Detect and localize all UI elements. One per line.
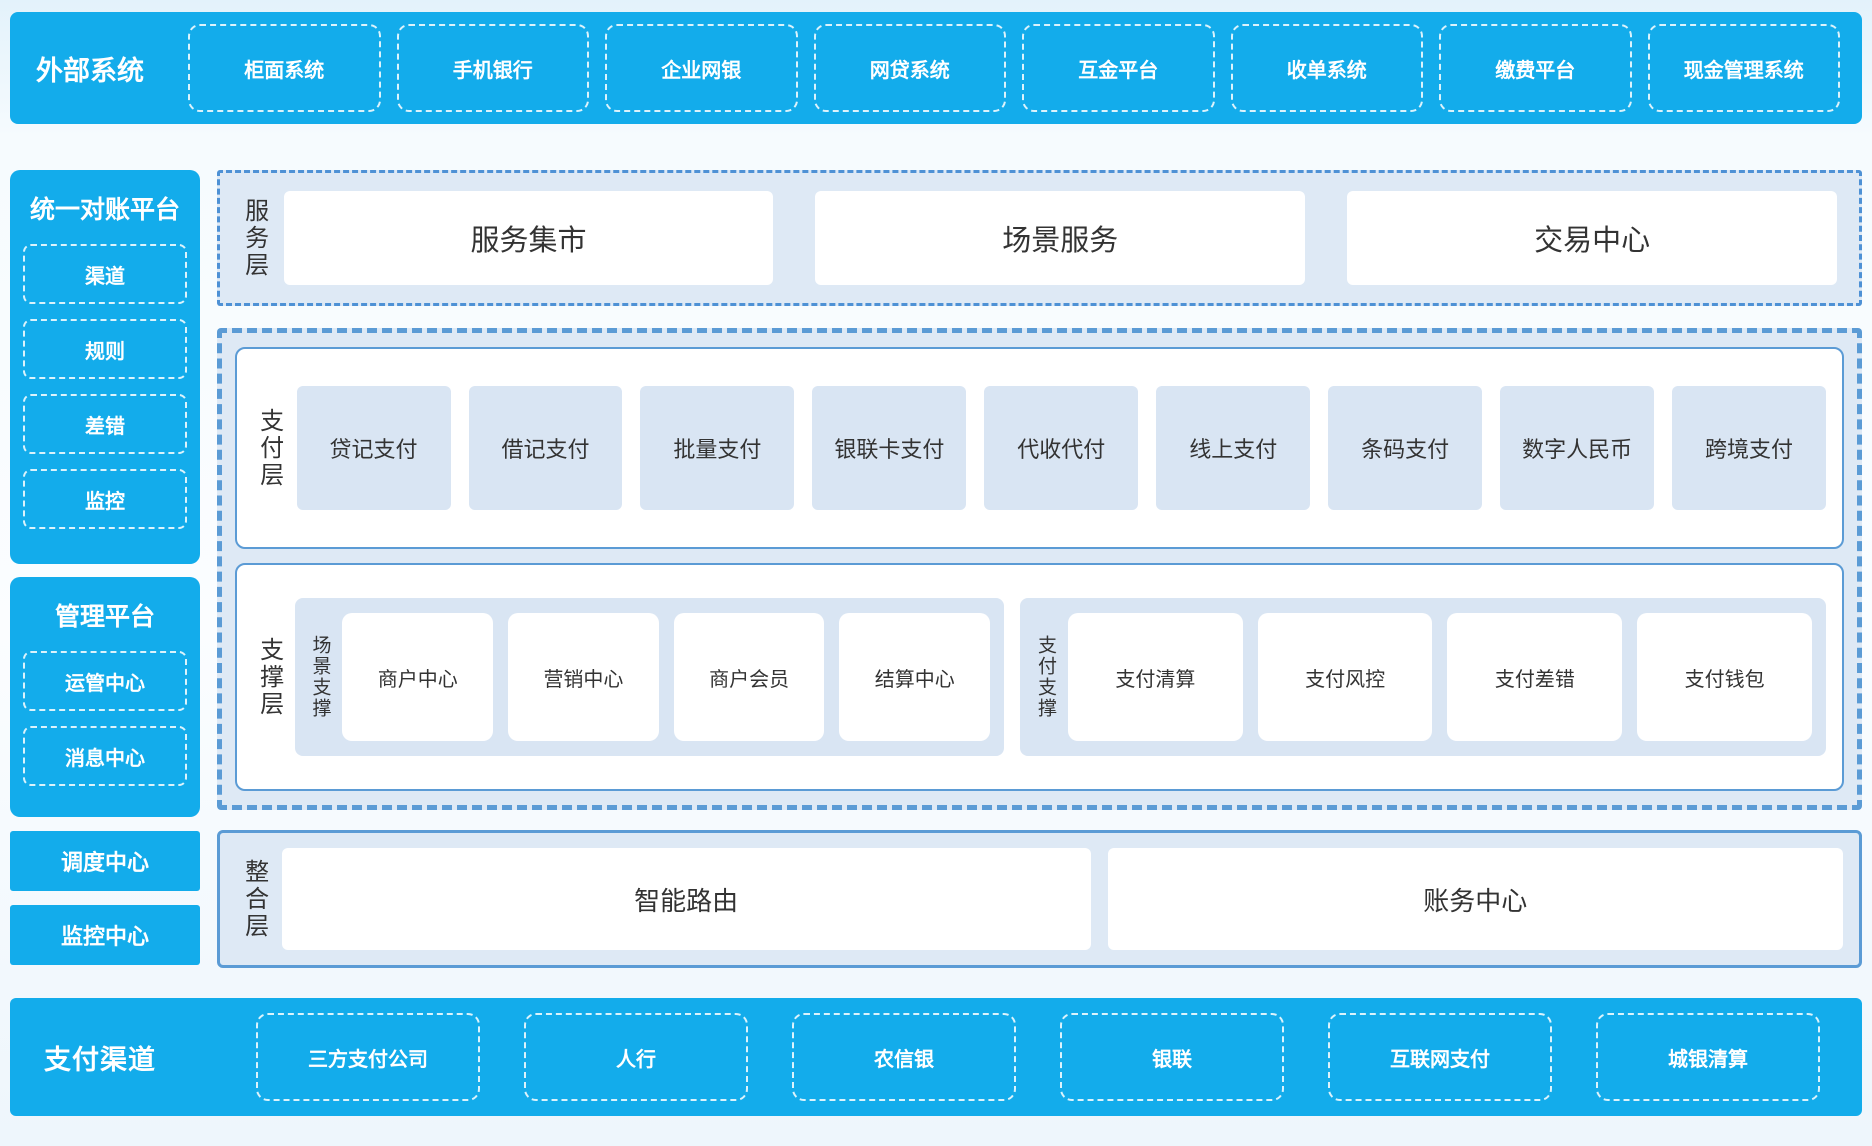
service-layer-items: 服务集市 场景服务 交易中心 (283, 191, 1837, 285)
node-pboc: 人行 (524, 1013, 748, 1101)
node-barcode-payment: 条码支付 (1328, 386, 1483, 511)
reconciliation-platform-group: 统一对账平台 渠道 规则 差错 监控 (10, 170, 200, 564)
node-rules: 规则 (23, 319, 187, 379)
service-layer: 服务层 服务集市 场景服务 交易中心 (217, 170, 1862, 306)
node-internet-finance-platform: 互金平台 (1022, 24, 1215, 112)
main-layers: 服务层 服务集市 场景服务 交易中心 支付层 贷记支付 借记支付 批量支付 银联… (217, 170, 1862, 968)
node-payment-clearing: 支付清算 (1067, 613, 1243, 742)
node-third-party-payment-company: 三方支付公司 (256, 1013, 480, 1101)
node-crossborder-payment: 跨境支付 (1672, 386, 1827, 511)
management-platform-group: 管理平台 运管中心 消息中心 (10, 577, 200, 817)
node-batch-payment: 批量支付 (640, 386, 795, 511)
payment-channels-items: 三方支付公司 人行 农信银 银联 互联网支付 城银清算 (256, 1013, 1820, 1101)
node-payment-wallet: 支付钱包 (1637, 613, 1812, 742)
node-online-payment: 线上支付 (1156, 386, 1311, 511)
integration-layer-label: 整合层 (240, 858, 268, 940)
node-service-market: 服务集市 (283, 191, 774, 285)
external-systems-items: 柜面系统 手机银行 企业网银 网贷系统 互金平台 收单系统 缴费平台 现金管理系… (188, 24, 1840, 112)
external-systems-label: 外部系统 (36, 55, 144, 86)
payment-support-group: 支付支撑 支付清算 支付风控 支付差错 支付钱包 (1020, 598, 1826, 757)
payment-layer: 支付层 贷记支付 借记支付 批量支付 银联卡支付 代收代付 线上支付 条码支付 … (235, 347, 1844, 550)
node-internet-payment: 互联网支付 (1328, 1013, 1552, 1101)
integration-layer-items: 智能路由 账务中心 (281, 848, 1843, 950)
node-smart-routing: 智能路由 (281, 848, 1091, 950)
node-channel: 渠道 (23, 244, 187, 304)
node-scenario-service: 场景服务 (815, 191, 1306, 285)
payment-layer-label: 支付层 (255, 407, 283, 489)
left-sidebar: 统一对账平台 渠道 规则 差错 监控 管理平台 运管中心 消息中心 调度中心 监… (10, 170, 200, 968)
node-credit-payment: 贷记支付 (296, 386, 451, 511)
node-unionpay: 银联 (1060, 1013, 1284, 1101)
node-scheduling-center: 调度中心 (10, 831, 200, 891)
support-layer: 支撑层 场景支撑 商户中心 营销中心 商户会员 结算中心 (235, 563, 1844, 791)
node-marketing-center: 营销中心 (508, 613, 659, 742)
node-monitoring-center: 监控中心 (10, 905, 200, 965)
node-digital-rmb: 数字人民币 (1500, 386, 1655, 511)
node-city-bank-clearing: 城银清算 (1596, 1013, 1820, 1101)
payment-support-items: 支付清算 支付风控 支付差错 支付钱包 (1067, 613, 1812, 742)
node-counter-system: 柜面系统 (188, 24, 381, 112)
management-platform-title: 管理平台 (54, 603, 155, 631)
payment-channels-label: 支付渠道 (44, 1044, 156, 1075)
node-mobile-banking: 手机银行 (396, 24, 589, 112)
node-operation-center: 运管中心 (23, 651, 187, 711)
integration-layer: 整合层 智能路由 账务中心 (217, 830, 1862, 968)
node-acquiring-system: 收单系统 (1230, 24, 1423, 112)
node-online-loan-system: 网贷系统 (813, 24, 1006, 112)
payment-channels-bar: 支付渠道 三方支付公司 人行 农信银 银联 互联网支付 城银清算 (10, 998, 1862, 1116)
node-corporate-ebank: 企业网银 (605, 24, 798, 112)
content-row: 统一对账平台 渠道 规则 差错 监控 管理平台 运管中心 消息中心 调度中心 监… (10, 170, 1862, 968)
node-monitoring: 监控 (23, 469, 187, 529)
node-settlement-center: 结算中心 (839, 613, 991, 742)
service-layer-label: 服务层 (240, 197, 268, 279)
node-collection-payment: 代收代付 (984, 386, 1139, 511)
node-message-center: 消息中心 (23, 726, 187, 786)
node-payment-error: 支付差错 (1447, 613, 1623, 742)
support-layer-groups: 场景支撑 商户中心 营销中心 商户会员 结算中心 支付支撑 支付清算 (294, 565, 1826, 789)
node-fee-payment-platform: 缴费平台 (1439, 24, 1632, 112)
node-error: 差错 (23, 394, 187, 454)
node-merchant-member: 商户会员 (673, 613, 825, 742)
core-layers-container: 支付层 贷记支付 借记支付 批量支付 银联卡支付 代收代付 线上支付 条码支付 … (217, 328, 1862, 810)
node-cash-management-system: 现金管理系统 (1647, 24, 1840, 112)
scenario-support-items: 商户中心 营销中心 商户会员 结算中心 (342, 613, 991, 742)
payment-layer-items: 贷记支付 借记支付 批量支付 银联卡支付 代收代付 线上支付 条码支付 数字人民… (296, 386, 1827, 511)
reconciliation-platform-title: 统一对账平台 (29, 196, 180, 224)
support-layer-label: 支撑层 (255, 636, 283, 718)
node-debit-payment: 借记支付 (468, 386, 623, 511)
node-unionpay-card-payment: 银联卡支付 (812, 386, 967, 511)
node-transaction-center: 交易中心 (1347, 191, 1837, 285)
scenario-support-group: 场景支撑 商户中心 营销中心 商户会员 结算中心 (294, 598, 1005, 757)
node-accounting-center: 账务中心 (1107, 848, 1843, 950)
node-rural-credit-bank: 农信银 (792, 1013, 1016, 1101)
scenario-support-label: 场景支撑 (309, 635, 331, 720)
node-payment-risk-control: 支付风控 (1257, 613, 1433, 742)
node-merchant-center: 商户中心 (342, 613, 494, 742)
payment-support-label: 支付支撑 (1034, 635, 1056, 720)
external-systems-bar: 外部系统 柜面系统 手机银行 企业网银 网贷系统 互金平台 收单系统 缴费平台 … (10, 12, 1862, 124)
